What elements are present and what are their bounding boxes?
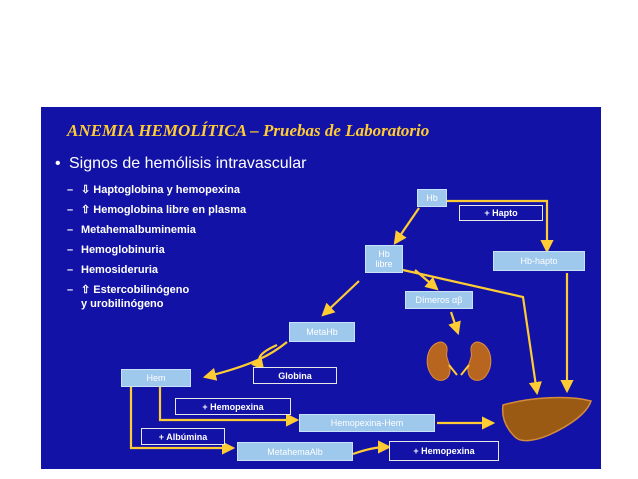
list-item-text: Hemoglobinuria	[81, 244, 165, 256]
list-item: –Hemoglobinuria	[67, 244, 165, 256]
list-item-continuation: y urobilinógeno	[81, 298, 164, 310]
label-hemopexina-1: + Hemopexina	[175, 398, 291, 415]
label-hemopexina-2: + Hemopexina	[389, 441, 499, 461]
arrow-metahb-to-globina	[250, 343, 278, 371]
label-globina: Globina	[253, 367, 337, 384]
label-albumina: + Albúmina	[141, 428, 225, 445]
main-bullet-text: Signos de hemólisis intravascular	[69, 155, 307, 172]
hem-box: Hem	[121, 369, 191, 387]
list-item-text: ⇧ Estercobilinógeno	[81, 284, 190, 296]
main-bullet: • Signos de hemólisis intravascular	[55, 155, 306, 173]
metahemalb-box: MetahemaAlb	[237, 442, 353, 461]
liver-icon	[501, 396, 592, 442]
list-item: –⇩ Haptoglobina y hemopexina	[67, 184, 240, 196]
arrow-hblibre-to-liver	[402, 268, 542, 396]
list-item-text: ⇩ Haptoglobina y hemopexina	[81, 184, 240, 196]
diagram-arrows	[129, 199, 592, 456]
label-hapto: + Hapto	[459, 205, 543, 221]
dimeros-box: Dímeros αβ	[405, 291, 473, 309]
arrow-metahemalb-to-hemopexina	[352, 440, 392, 456]
list-item-text: Hemosideruria	[81, 264, 159, 276]
sign-list: –⇩ Haptoglobina y hemopexina –⇧ Hemoglob…	[67, 180, 246, 311]
arrow-hb-to-hbhapto	[445, 199, 554, 254]
list-item-text: ⇧ Hemoglobina libre en plasma	[81, 204, 247, 216]
kidney-icon	[426, 341, 492, 381]
slide-title: ANEMIA HEMOLÍTICA – Pruebas de Laborator…	[67, 121, 430, 140]
list-item: –Metahemalbuminemia	[67, 224, 196, 236]
slide: ANEMIA HEMOLÍTICA – Pruebas de Laborator…	[41, 107, 601, 469]
bullet-marker: •	[55, 155, 61, 172]
arrow-hem-to-metahemalb	[129, 387, 236, 455]
arrow-hem-to-hemopexina-hem	[158, 387, 300, 427]
list-item: –Hemosideruria	[67, 264, 159, 276]
arrow-hb-to-hblibre	[393, 207, 420, 245]
hemopexina-hem-box: Hemopexina-Hem	[299, 414, 435, 432]
metahb-box: MetaHb	[289, 322, 355, 342]
hb-box: Hb	[417, 189, 447, 207]
list-item-text: Metahemalbuminemia	[81, 224, 196, 236]
arrow-hblibre-to-metahb	[321, 280, 360, 317]
hb-hapto-box: Hb-hapto	[493, 251, 585, 271]
list-item: –⇧ Hemoglobina libre en plasma	[67, 204, 247, 216]
arrow-dimeros-to-kidney	[448, 311, 461, 336]
